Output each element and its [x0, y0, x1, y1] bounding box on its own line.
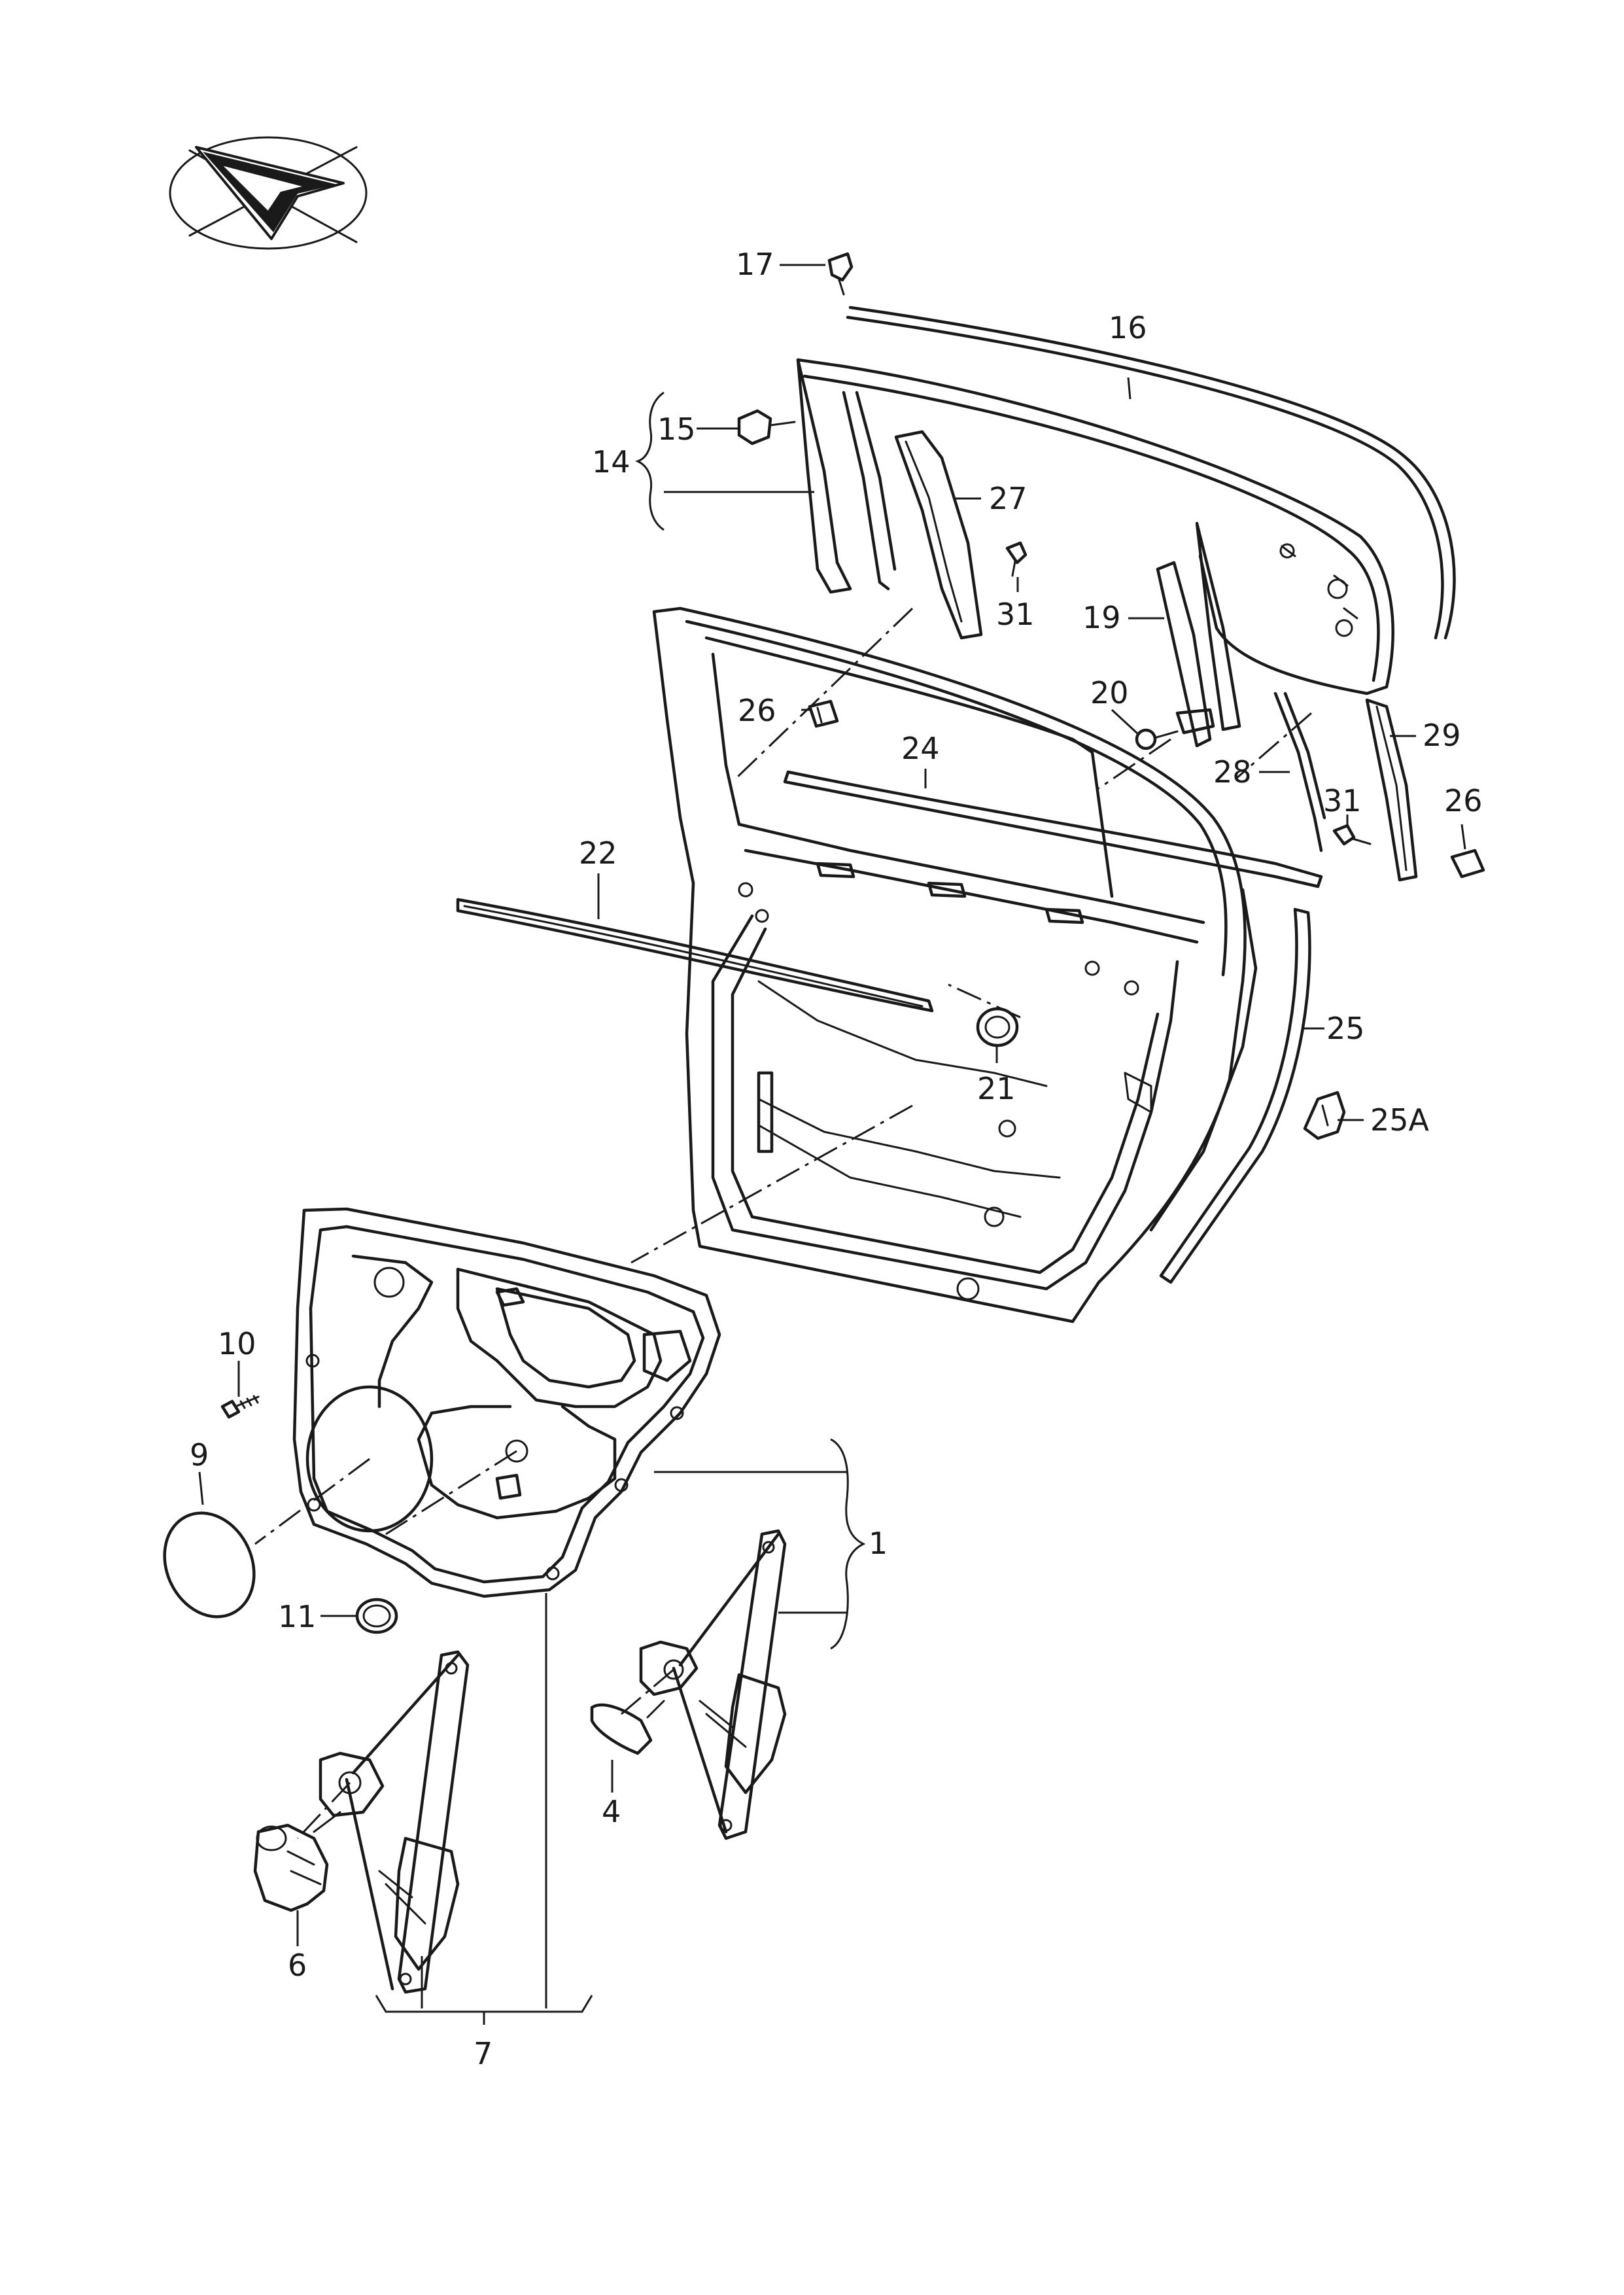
vehicle-direction-arrow-icon	[169, 136, 368, 250]
label-28: 28	[1213, 754, 1252, 790]
label-10: 10	[218, 1326, 256, 1361]
part-16-trim-strip	[846, 306, 1456, 640]
label-21: 21	[977, 1071, 1016, 1106]
part-14-window-frame	[796, 358, 1394, 731]
label-4: 4	[602, 1794, 621, 1829]
part-29-trim	[1365, 698, 1418, 882]
part-19-guide	[1156, 561, 1215, 748]
label-31-lower: 31	[1323, 783, 1362, 818]
part-1-door-carrier	[292, 1207, 721, 1598]
part-26-clip-upper	[808, 699, 839, 728]
window-regulator-left	[319, 1650, 470, 1994]
part-20-bolt	[1135, 728, 1179, 750]
part-4-handle	[590, 1700, 665, 1755]
label-19: 19	[1082, 600, 1121, 635]
part-28-strip	[1273, 692, 1326, 852]
label-29: 29	[1423, 718, 1461, 753]
leader-lines	[198, 264, 1466, 2025]
label-31-upper: 31	[996, 597, 1035, 632]
part-22-outer-seal	[456, 898, 934, 1013]
part-11-ring	[355, 1598, 398, 1634]
part-27-guide-rail	[894, 430, 983, 640]
label-25a: 25A	[1370, 1102, 1430, 1138]
part-15-clip	[737, 409, 796, 446]
label-27: 27	[989, 481, 1028, 516]
label-25: 25	[1326, 1011, 1365, 1046]
label-26-upper: 26	[738, 693, 776, 728]
part-21-grommet	[976, 1007, 1019, 1047]
label-22: 22	[579, 835, 617, 871]
part-31-screw-lower	[1332, 824, 1372, 846]
label-16: 16	[1109, 310, 1147, 345]
label-20: 20	[1090, 675, 1129, 710]
label-9: 9	[190, 1437, 209, 1473]
window-regulator-right	[639, 1529, 787, 1840]
part-25a-clip	[1303, 1091, 1346, 1140]
label-11: 11	[278, 1599, 317, 1634]
label-24: 24	[901, 731, 940, 766]
assembly-lines	[254, 607, 1312, 1840]
label-17: 17	[736, 247, 774, 282]
callout-labels: 17 16 15 14 27 31 19 20 26 29 24 28 26 3…	[190, 247, 1483, 2071]
label-14: 14	[592, 444, 631, 480]
part-26-clip-right	[1450, 849, 1485, 879]
part-25-seal	[1159, 907, 1311, 1284]
label-7: 7	[474, 2036, 492, 2071]
label-15: 15	[657, 412, 696, 447]
door-shell	[652, 606, 1258, 1323]
part-10-screw	[220, 1395, 260, 1419]
label-1: 1	[869, 1526, 888, 1561]
part-9-cover	[163, 1511, 256, 1619]
part-17-clip	[827, 252, 854, 296]
part-31-screw-upper	[1005, 541, 1028, 577]
part-6-motor	[253, 1811, 341, 1912]
part-24-inner-seal	[783, 770, 1323, 888]
label-6: 6	[288, 1948, 307, 1983]
label-26-right: 26	[1444, 783, 1483, 818]
